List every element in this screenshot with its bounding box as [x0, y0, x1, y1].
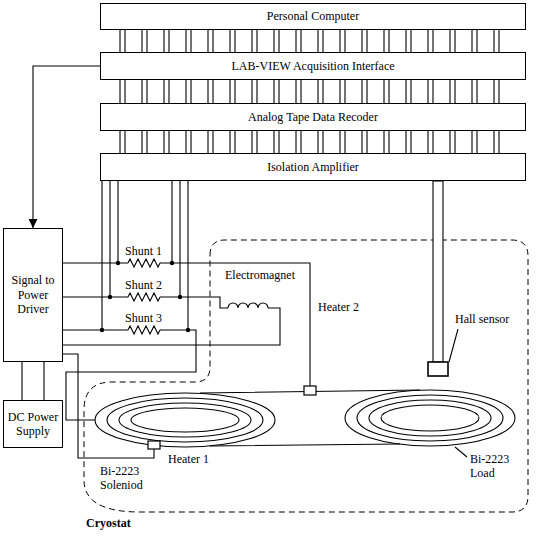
junction-dot: [100, 328, 104, 332]
resistor-symbol: [128, 293, 160, 301]
heater-element: [148, 441, 160, 449]
load-coil: [345, 390, 515, 446]
control-arrow: [33, 66, 100, 228]
box-text: Analog Tape Data Recoder: [245, 110, 381, 124]
junction-dot: [186, 328, 190, 332]
box-text: DC Power Supply: [4, 410, 62, 439]
coil-turn: [131, 408, 239, 432]
heater-element: [304, 386, 316, 395]
solenoid-coil: [95, 393, 275, 447]
junction-dot: [116, 261, 120, 265]
resistor-symbol: [128, 326, 160, 334]
coil-label: Bi-2223 Soleniod: [100, 464, 158, 492]
measurement-tap: [102, 181, 188, 330]
bus-lines: [120, 80, 499, 103]
coil-label: Bi-2223 Load: [470, 452, 522, 480]
bus-lines: [120, 30, 499, 52]
leader-line: [449, 329, 467, 457]
heater-label: Heater 2: [318, 300, 359, 314]
cryostat-label: Cryostat: [86, 516, 131, 530]
recorder-box: Analog Tape Data Recoder: [100, 103, 526, 131]
coil-turn: [381, 405, 479, 431]
shunt-label: Shunt 2: [125, 278, 162, 292]
box-text: Isolation Amplifier: [264, 160, 362, 174]
coil-turn: [107, 398, 263, 442]
coil-turn: [95, 393, 275, 447]
wiring: [63, 181, 467, 458]
shunt-label: Shunt 1: [125, 244, 162, 258]
amplifier-box: Isolation Amplifier: [100, 153, 526, 181]
driver-box: Signal to Power Driver: [3, 228, 63, 362]
coil-turn: [345, 390, 515, 446]
junction-dot: [170, 261, 174, 265]
box-text: Personal Computer: [264, 9, 362, 23]
sensor-stem: [433, 181, 443, 362]
box-text: Signal to Power Driver: [4, 273, 62, 316]
junction-dot: [108, 295, 112, 299]
coil-turn: [369, 400, 491, 436]
coil-turn: [357, 395, 503, 441]
power-leads: [22, 362, 44, 400]
junction-dots: [100, 261, 190, 332]
shunt-wire: [63, 330, 196, 420]
coil-symbol: [228, 303, 268, 308]
computer-box: Personal Computer: [100, 3, 526, 30]
box-text: LAB-VIEW Acquisition Interface: [228, 59, 397, 73]
connectors: [22, 30, 499, 400]
power-supply-box: DC Power Supply: [3, 400, 63, 448]
heater-label: Heater 1: [168, 452, 209, 466]
cryostat-boundary: [84, 240, 528, 512]
shunt-wire: [63, 263, 310, 386]
bus-lines: [120, 131, 499, 153]
sensor-label: Hall sensor: [455, 312, 509, 326]
shunt-wire: [63, 297, 280, 345]
coil-turn: [119, 403, 251, 437]
interface-box: LAB-VIEW Acquisition Interface: [100, 52, 526, 80]
component-label: Electromagnet: [225, 268, 295, 282]
junction-dot: [178, 295, 182, 299]
resistor-symbol: [128, 259, 160, 267]
shunt-label: Shunt 3: [125, 311, 162, 325]
hall-sensor: [428, 362, 448, 376]
